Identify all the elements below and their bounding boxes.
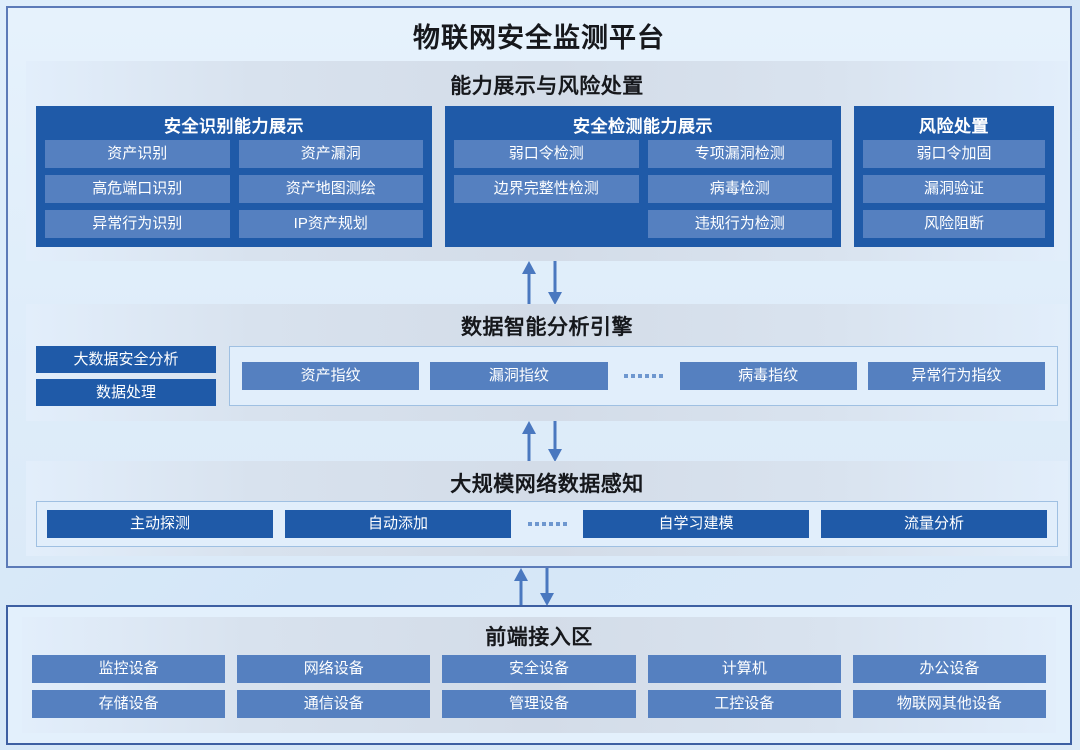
perception-container: 主动探测 自动添加 自学习建模 流量分析: [36, 501, 1058, 547]
panel-title-security-detection: 安全检测能力展示: [573, 117, 713, 136]
chip-communication-device[interactable]: 通信设备: [237, 690, 431, 718]
chip-asset-identification[interactable]: 资产识别: [45, 140, 230, 168]
chip-violation-behavior-detection[interactable]: 违规行为检测: [647, 210, 832, 238]
section-title-analysis-engine: 数据智能分析引擎: [461, 316, 633, 339]
panel-risk-handling[interactable]: 风险处置 弱口令加固 漏洞验证 风险阻断: [854, 106, 1054, 247]
fingerprint-container: 资产指纹 漏洞指纹 病毒指纹 异常行为指纹: [229, 346, 1058, 406]
panel-column-single: 弱口令加固 漏洞验证 风险阻断: [863, 140, 1045, 238]
chip-vulnerability-verification[interactable]: 漏洞验证: [863, 175, 1045, 203]
panel-security-detection[interactable]: 安全检测能力展示 弱口令检测 边界完整性检测 专项漏洞检测 病毒检测 违规行为检…: [445, 106, 841, 247]
chip-industrial-control-device[interactable]: 工控设备: [647, 690, 841, 718]
section-capability-display: 能力展示与风险处置 安全识别能力展示 资产识别 高危端口识别 异常行为识别 资产…: [26, 61, 1068, 261]
panel-title-security-identification: 安全识别能力展示: [164, 117, 304, 136]
chip-vulnerability-fingerprint[interactable]: 漏洞指纹: [430, 362, 608, 390]
section-title-frontend-access: 前端接入区: [485, 626, 593, 649]
chip-ip-asset-planning[interactable]: IP资产规划: [238, 210, 423, 238]
arrow-up-icon: [522, 421, 536, 462]
section-title-capability: 能力展示与风险处置: [450, 75, 644, 98]
analysis-side-group: 大数据安全分析 数据处理: [36, 346, 216, 406]
connector-main-frontend: [505, 568, 565, 606]
chip-weak-password-hardening[interactable]: 弱口令加固: [863, 140, 1045, 168]
section-analysis-engine: 数据智能分析引擎 大数据安全分析 数据处理 资产指纹 漏洞指纹 病毒指纹 异常行…: [26, 304, 1068, 421]
chip-weak-password-detection[interactable]: 弱口令检测: [454, 140, 639, 168]
chip-high-risk-port-identification[interactable]: 高危端口识别: [45, 175, 230, 203]
chip-virus-fingerprint[interactable]: 病毒指纹: [679, 362, 857, 390]
panel-column-right: 资产漏洞 资产地图测绘 IP资产规划: [238, 140, 423, 238]
analysis-body: 大数据安全分析 数据处理 资产指纹 漏洞指纹 病毒指纹 异常行为指纹: [36, 346, 1058, 406]
chip-network-device[interactable]: 网络设备: [237, 655, 431, 683]
panel-column-right: 专项漏洞检测 病毒检测 违规行为检测: [647, 140, 832, 238]
panel-column-left: 弱口令检测 边界完整性检测: [454, 140, 639, 238]
section-data-perception: 大规模网络数据感知 主动探测 自动添加 自学习建模 流量分析: [26, 461, 1068, 556]
page-title: 物联网安全监测平台: [413, 23, 665, 53]
chip-virus-detection[interactable]: 病毒检测: [647, 175, 832, 203]
chip-data-processing[interactable]: 数据处理: [36, 379, 216, 406]
chip-active-probing[interactable]: 主动探测: [47, 510, 273, 538]
device-grid: 监控设备 网络设备 安全设备 计算机 办公设备 存储设备 通信设备 管理设备 工…: [32, 655, 1047, 718]
chip-boundary-integrity-detection[interactable]: 边界完整性检测: [454, 175, 639, 203]
chip-asset-map-survey[interactable]: 资产地图测绘: [238, 175, 423, 203]
chip-computer[interactable]: 计算机: [647, 655, 841, 683]
chip-security-device[interactable]: 安全设备: [442, 655, 636, 683]
panel-security-identification[interactable]: 安全识别能力展示 资产识别 高危端口识别 异常行为识别 资产漏洞 资产地图测绘 …: [36, 106, 432, 247]
chip-special-vulnerability-detection[interactable]: 专项漏洞检测: [647, 140, 832, 168]
device-row: 监控设备 网络设备 安全设备 计算机 办公设备: [32, 655, 1047, 683]
chip-abnormal-behavior-fingerprint[interactable]: 异常行为指纹: [867, 362, 1045, 390]
chip-risk-blocking[interactable]: 风险阻断: [863, 210, 1045, 238]
chip-management-device[interactable]: 管理设备: [442, 690, 636, 718]
chip-storage-device[interactable]: 存储设备: [32, 690, 226, 718]
chip-abnormal-behavior-identification[interactable]: 异常行为识别: [45, 210, 230, 238]
connector-capability-analysis: [513, 261, 573, 305]
chip-office-device[interactable]: 办公设备: [852, 655, 1047, 683]
chip-monitoring-device[interactable]: 监控设备: [32, 655, 226, 683]
chip-auto-add[interactable]: 自动添加: [285, 510, 511, 538]
section-title-data-perception: 大规模网络数据感知: [450, 473, 644, 496]
panel-column-left: 资产识别 高危端口识别 异常行为识别: [45, 140, 230, 238]
arrow-up-icon: [522, 261, 536, 305]
arrow-down-icon: [540, 568, 554, 606]
chip-big-data-security-analysis[interactable]: 大数据安全分析: [36, 346, 216, 373]
section-frontend-access: 前端接入区 监控设备 网络设备 安全设备 计算机 办公设备 存储设备 通信设备 …: [22, 617, 1056, 733]
chip-other-iot-device[interactable]: 物联网其他设备: [852, 690, 1047, 718]
chip-asset-vulnerability[interactable]: 资产漏洞: [238, 140, 423, 168]
connector-analysis-perception: [513, 421, 573, 462]
chip-traffic-analysis[interactable]: 流量分析: [821, 510, 1047, 538]
ellipsis-icon: [511, 522, 583, 526]
arrow-up-icon: [514, 568, 528, 606]
arrow-down-icon: [548, 421, 562, 462]
platform-main-frame: 物联网安全监测平台 能力展示与风险处置 安全识别能力展示 资产识别 高危端口识别…: [6, 6, 1072, 568]
frontend-access-frame: 前端接入区 监控设备 网络设备 安全设备 计算机 办公设备 存储设备 通信设备 …: [6, 605, 1072, 745]
chip-placeholder-empty: [454, 210, 639, 238]
panel-title-risk-handling: 风险处置: [919, 117, 989, 136]
chip-self-learning-modeling[interactable]: 自学习建模: [583, 510, 809, 538]
chip-asset-fingerprint[interactable]: 资产指纹: [242, 362, 420, 390]
device-row: 存储设备 通信设备 管理设备 工控设备 物联网其他设备: [32, 690, 1047, 718]
capability-panel-group: 安全识别能力展示 资产识别 高危端口识别 异常行为识别 资产漏洞 资产地图测绘 …: [36, 106, 1058, 247]
arrow-down-icon: [548, 261, 562, 305]
ellipsis-icon: [608, 374, 680, 378]
